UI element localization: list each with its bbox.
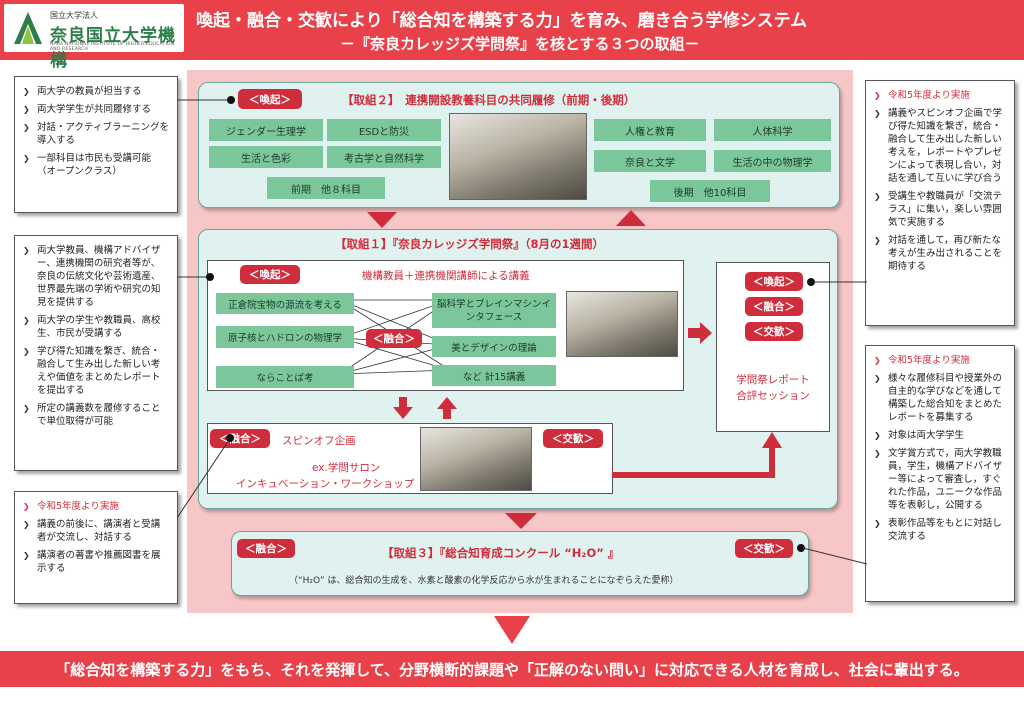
callout-item: 令和5年度より実施 <box>23 500 169 513</box>
tag-yugo-lecture: ＜融合＞ <box>366 329 422 348</box>
callout-item: 学び得た知識を繋ぎ、統合・融合して生み出した新しい考えや価値をまとめたレポートを… <box>23 345 169 397</box>
back-more: 後期 他10科目 <box>650 180 770 202</box>
connector-line-3 <box>177 434 234 519</box>
topic-hadron: 原子核とハドロンの物理学 <box>216 326 354 348</box>
logo: 国立大学法人 奈良国立大学機構 NARA NATIONAL INSTITUTE … <box>4 4 184 71</box>
torikumi3-panel <box>231 531 809 596</box>
tag-kanki-session: ＜喚起＞ <box>745 272 803 291</box>
back-subject-3: 奈良と文学 <box>594 150 706 172</box>
callout-item: 講義やスピンオフ企画で学び得た知識を繋ぎ，統合・融合して生み出した新しい考えを，… <box>874 107 1006 185</box>
right-callout-1: 令和5年度より実施講義やスピンオフ企画で学び得た知識を繋ぎ，統合・融合して生み出… <box>865 80 1015 326</box>
callout-item: 令和5年度より実施 <box>874 354 1006 367</box>
right-callout-2: 令和5年度より実施様々な履修科目や授業外の自主的な学びなどを通して構築した総合知… <box>865 345 1015 602</box>
topic-beauty-design: 美とデザインの理論 <box>432 336 556 357</box>
front-subject-4: 考古学と自然科学 <box>327 146 441 168</box>
connector-line-4 <box>807 278 867 286</box>
tag-yugo-contest: ＜融合＞ <box>237 539 295 558</box>
callout-item: 所定の講義数を履修することで単位取得が可能 <box>23 402 169 428</box>
tag-yugo-session: ＜融合＞ <box>745 297 803 316</box>
arrow-down-small-icon <box>393 397 413 419</box>
back-subject-2: 人体科学 <box>714 119 831 141</box>
callout-item: 表彰作品等をもとに対話し交流する <box>874 517 1006 543</box>
logo-name: 奈良国立大学機構 <box>50 26 176 71</box>
topic-brain-machine: 脳科学とブレインマシンインタフェース <box>432 293 556 328</box>
left-callout-3: 令和5年度より実施講義の前後に、講演者と受講者が交流し、対話する講演者の著書や推… <box>14 491 178 604</box>
nara-logo-icon <box>14 12 42 44</box>
arrow-up-icon <box>616 210 646 226</box>
tag-kokan-contest: ＜交歓＞ <box>735 539 793 558</box>
arrow-right-icon <box>688 322 712 344</box>
lecture-head: 機構教員＋連携機関講師による講義 <box>362 270 530 282</box>
torikumi3-note: （“H₂O” は、総合知の生成を、水素と酸素の化学反応から水が生まれることになぞ… <box>289 576 679 586</box>
session-line2: 合評セッション <box>736 390 810 402</box>
back-subject-1: 人権と教育 <box>594 119 706 141</box>
lecture-photo <box>566 291 678 357</box>
spinoff-line2: インキュベーション・ワークショップ <box>236 478 415 490</box>
logo-small-text: 国立大学法人 <box>50 11 98 20</box>
connector-line <box>177 96 235 104</box>
tag-kanki-lecture: ＜喚起＞ <box>240 265 300 284</box>
back-subject-4: 生活の中の物理学 <box>714 150 831 172</box>
arrow-down-icon-2 <box>505 513 537 529</box>
spinoff-line1: ex.学問サロン <box>312 462 381 474</box>
callout-item: 講義の前後に、講演者と受講者が交流し、対話する <box>23 518 169 544</box>
front-subject-1: ジェンダー生理学 <box>209 119 323 141</box>
torikumi3-title: 【取組３】『総合知育成コンクール “H₂O” 』 <box>382 546 620 560</box>
connector-line-2 <box>177 273 214 281</box>
arrow-down-big-icon <box>494 616 530 644</box>
callout-item: 両大学教員、機構アドバイザー、連携機関の研究者等が、奈良の伝統文化や芸術遺産、世… <box>23 244 169 309</box>
callout-item: 対話を通して，再び新たな考えが生み出されることを期待する <box>874 234 1006 273</box>
torikumi2-title: 【取組２】 連携開設教養科目の共同履修（前期・後期） <box>342 93 636 107</box>
left-callout-1: 両大学の教員が担当する両大学学生が共同履修する対話・アクティブラーニングを導入す… <box>14 76 178 213</box>
callout-item: 受講生や教職員が「交流テラス」に集い，楽しい雰囲気で実施する <box>874 190 1006 229</box>
page-title: 喚起・融合・交歓により「総合知を構築する力」を育み、磨き合う学修システム <box>196 11 808 31</box>
callout-item: 対話・アクティブラーニングを導入する <box>23 121 169 147</box>
tag-kokan-spinoff: ＜交歓＞ <box>543 429 603 448</box>
arrow-down-icon <box>367 212 397 228</box>
callout-item: 両大学学生が共同履修する <box>23 103 169 116</box>
spinoff-title: スピンオフ企画 <box>282 435 356 447</box>
callout-item: 一部科目は市民も受講可能（オープンクラス） <box>23 152 169 178</box>
callout-item: 両大学の学生や教職員、高校生、市民が受講する <box>23 314 169 340</box>
callout-item: 講演者の著書や推薦図書を展示する <box>23 549 169 575</box>
topic-narakotoba: ならことば考 <box>216 366 354 388</box>
classroom-photo <box>449 113 587 200</box>
front-subject-3: 生活と色彩 <box>209 146 323 168</box>
connector-line-5 <box>797 544 867 565</box>
topic-total: など 計15講義 <box>432 365 556 386</box>
tag-kanki: ＜喚起＞ <box>238 89 302 109</box>
callout-item: 様々な履修科目や授業外の自主的な学びなどを通して構築した総合知をまとめたレポート… <box>874 372 1006 424</box>
callout-item: 対象は両大学学生 <box>874 429 1006 442</box>
session-line1: 学問祭レポート <box>736 374 810 386</box>
spinoff-photo <box>420 427 532 491</box>
callout-item: 令和5年度より実施 <box>874 89 1006 102</box>
callout-item: 両大学の教員が担当する <box>23 85 169 98</box>
front-subject-2: ESDと防災 <box>327 119 441 141</box>
callout-item: 文学賞方式で，両大学教職員，学生，機構アドバイザー等によって審査し，すぐれた作品… <box>874 447 1006 512</box>
conclusion-banner: 「総合知を構築する力」をもち、それを発揮して、分野横断的課題や「正解のない問い」… <box>0 651 1024 687</box>
topic-shosoin: 正倉院宝物の源流を考える <box>216 293 354 314</box>
left-callout-2: 両大学教員、機構アドバイザー、連携機関の研究者等が、奈良の伝統文化や芸術遺産、世… <box>14 235 178 471</box>
torikumi1-title: 【取組１】『奈良カレッジズ学問祭』（8月の1週間） <box>335 237 605 251</box>
tag-kokan-session: ＜交歓＞ <box>745 322 803 341</box>
front-more: 前期 他８科目 <box>267 177 385 199</box>
elbow-arrow-icon <box>612 432 782 478</box>
page-subtitle: －『奈良カレッジズ学問祭』を核とする３つの取組－ <box>340 35 700 53</box>
logo-english: NARA NATIONAL INSTITUTE OF HIGHER EDUCAT… <box>50 42 175 52</box>
arrow-up-small-icon <box>437 397 457 419</box>
